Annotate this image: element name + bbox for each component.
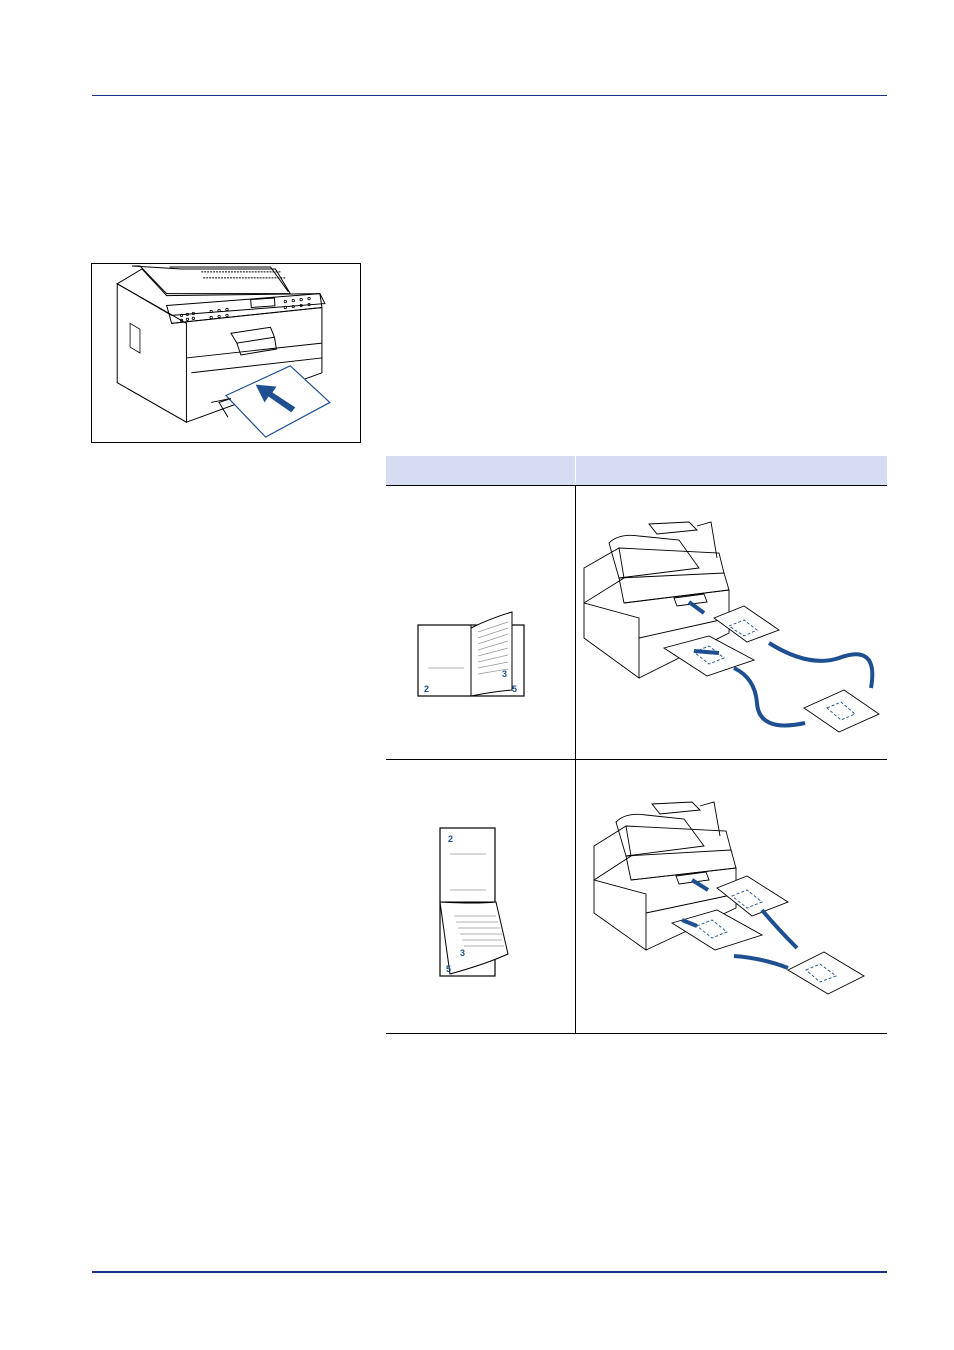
page-number-5: 5 <box>446 964 451 974</box>
printer-manual-feed-illustration <box>116 265 331 438</box>
booklet-top-binding-icon: 2 3 5 <box>439 827 509 977</box>
booklet-side-binding-icon: 2 3 5 <box>417 611 525 697</box>
page-number-2: 2 <box>424 684 429 694</box>
table-header <box>386 456 887 486</box>
page-number-3: 3 <box>502 669 507 679</box>
page-number-3: 3 <box>460 948 465 958</box>
manual-feed-figure <box>91 263 361 443</box>
footer-rule <box>92 1271 887 1273</box>
header-rule <box>92 95 887 96</box>
table-row: 2 3 5 <box>386 760 887 1034</box>
table-row: 2 3 5 <box>386 486 887 760</box>
printer-duplex-flip-long-edge-illustration <box>583 521 880 733</box>
duplex-binding-table: 2 3 5 <box>386 456 887 1034</box>
page-number-5: 5 <box>512 684 517 694</box>
printer-duplex-flip-short-edge-illustration <box>593 801 865 995</box>
page-number-2: 2 <box>448 834 453 844</box>
